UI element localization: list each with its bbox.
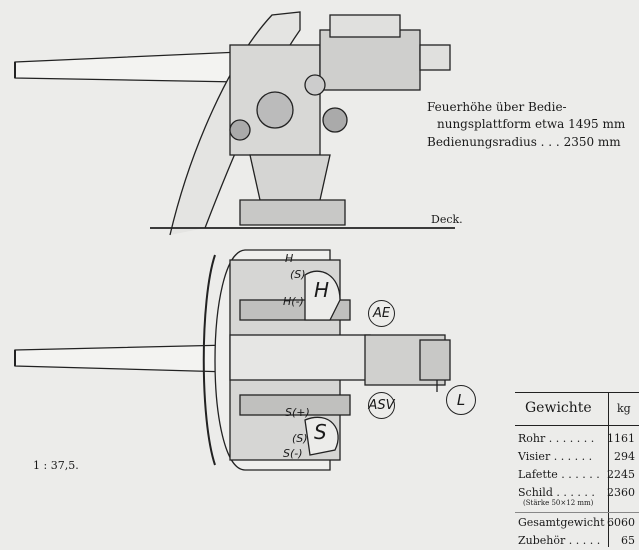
table-header-weights: Gewichte bbox=[525, 400, 592, 416]
row-name: Lafette . . . . . . bbox=[518, 468, 600, 481]
row-name: Gesamtgewicht . bbox=[518, 516, 612, 529]
row-name: Schild . . . . . . bbox=[518, 486, 595, 499]
row-value: 65 bbox=[621, 534, 635, 547]
spec-service-radius: Bedienungsradius . . . 2350 mm bbox=[427, 135, 621, 149]
row-value: 2245 bbox=[607, 468, 635, 481]
label-h-small: H bbox=[285, 252, 294, 265]
label-s-plus: S(+) bbox=[285, 406, 310, 419]
shield-thickness-note: (Stärke 50×12 mm) bbox=[523, 499, 594, 507]
table-row: Rohr . . . . . . . 1161 bbox=[515, 430, 639, 448]
row-value: 2360 bbox=[607, 486, 635, 499]
deck-label: Deck. bbox=[431, 213, 463, 226]
label-a-sv: ASV bbox=[368, 392, 395, 419]
table-row-accessories: Zubehör . . . . . 65 bbox=[515, 532, 639, 550]
label-l: L bbox=[446, 385, 476, 415]
row-value: 6060 bbox=[607, 516, 635, 529]
side-view-drawing bbox=[14, 11, 455, 236]
table-row: Schild . . . . . . 2360 bbox=[515, 484, 639, 502]
label-s-paren-lower: (S) bbox=[292, 432, 308, 445]
label-s-minus: S(-) bbox=[283, 447, 303, 460]
table-row: Lafette . . . . . . 2245 bbox=[515, 466, 639, 484]
table-row: Visier . . . . . . 294 bbox=[515, 448, 639, 466]
label-s-paren-upper: (S) bbox=[290, 268, 306, 281]
row-value: 294 bbox=[614, 450, 635, 463]
table-row-total: Gesamtgewicht .6060 bbox=[515, 514, 639, 532]
label-h-big: H bbox=[314, 278, 330, 302]
row-name: Zubehör . . . . . bbox=[518, 534, 601, 547]
table-header-unit: kg bbox=[617, 402, 631, 415]
label-a-e: AE bbox=[368, 300, 395, 327]
spec-fire-height-line2: nungsplattform etwa 1495 mm bbox=[437, 117, 626, 131]
label-h-minus: H(-) bbox=[283, 295, 304, 308]
row-name: Rohr . . . . . . . bbox=[518, 432, 595, 445]
scale-label: 1 : 37,5. bbox=[33, 459, 79, 472]
row-name: Visier . . . . . . bbox=[518, 450, 593, 463]
top-view-drawing bbox=[14, 249, 451, 471]
label-s-big: S bbox=[314, 420, 327, 444]
row-value: 1161 bbox=[607, 432, 635, 445]
spec-fire-height-line1: Feuerhöhe über Bedie- bbox=[427, 100, 567, 114]
